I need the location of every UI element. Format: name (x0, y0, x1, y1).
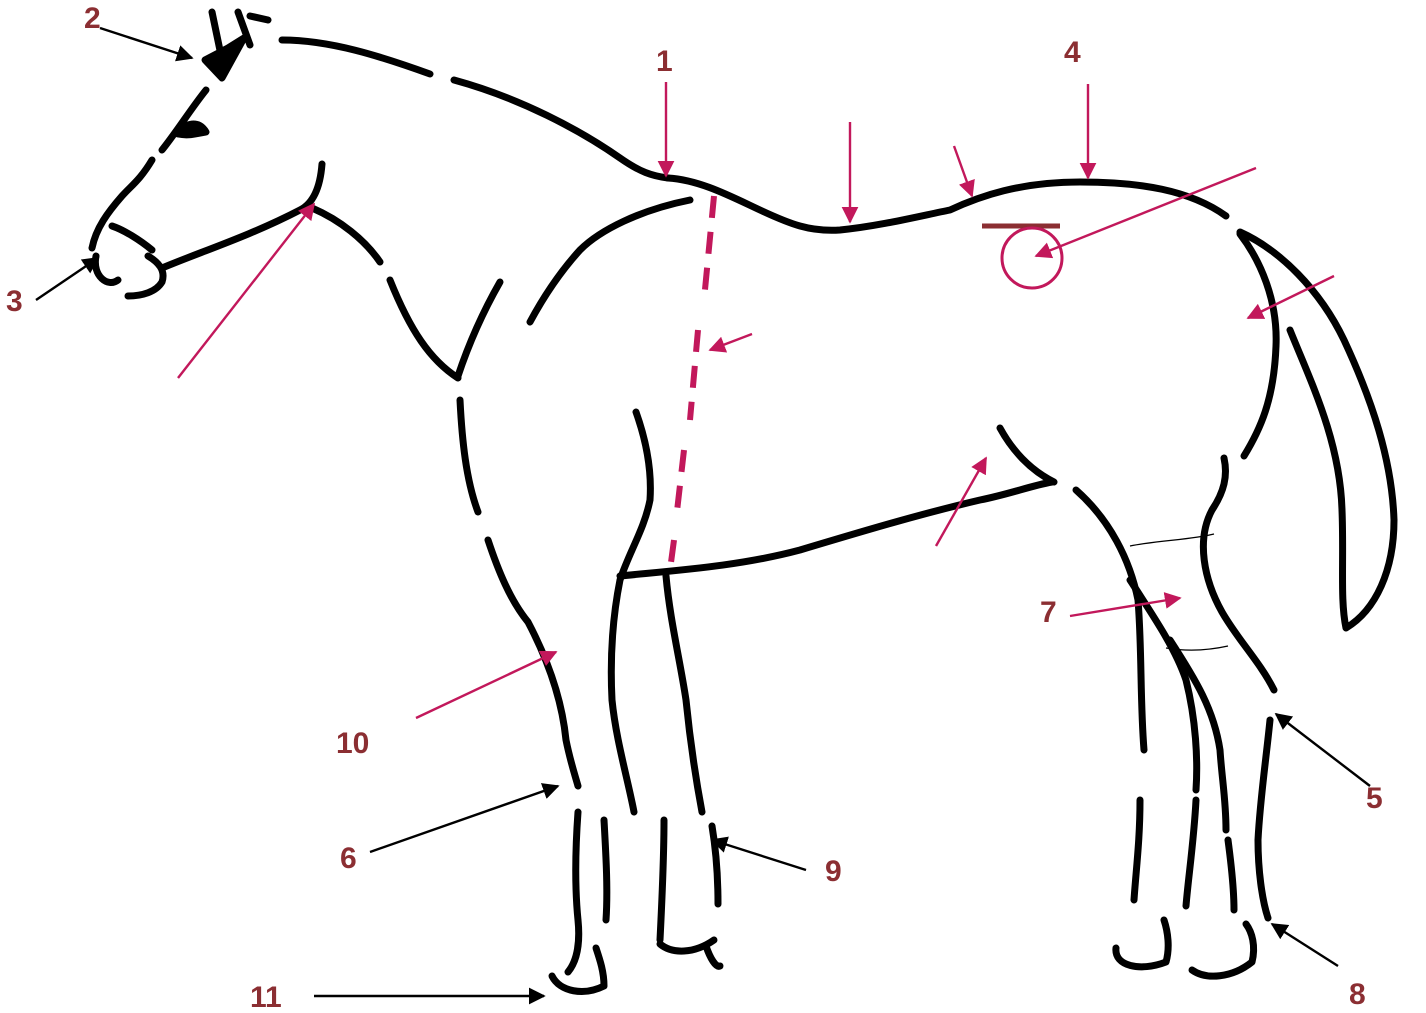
throatlatch-arrow (178, 204, 314, 378)
hip-joint-marker (982, 226, 1062, 288)
label-7: 7 (1040, 598, 1057, 628)
shoulder-curve (530, 200, 690, 322)
tail-outline (1240, 232, 1394, 628)
label-3: 3 (6, 287, 23, 317)
foreleg-near (460, 400, 579, 972)
knee-arrow (370, 786, 558, 852)
forehoof-far (660, 940, 720, 966)
label-8: 8 (1349, 980, 1366, 1010)
nostril-arrow (36, 258, 98, 300)
forearm-arrow (416, 652, 556, 718)
back-topline (668, 178, 1226, 230)
label-11: 11 (250, 983, 282, 1013)
muzzle-outline (95, 226, 163, 296)
fetlock-arrow (712, 840, 806, 870)
hock-arrow (1276, 714, 1370, 786)
hindleg-far (1170, 640, 1234, 910)
label-arrows (36, 28, 1370, 996)
label-9: 9 (825, 857, 842, 887)
label-1: 1 (656, 47, 673, 77)
label-10: 10 (336, 729, 369, 759)
label-6: 6 (340, 844, 357, 874)
hindhoof-far (1192, 924, 1254, 976)
hindleg-rear (1258, 720, 1270, 918)
loin-arrow (954, 146, 972, 196)
neck-crest (282, 40, 668, 178)
heartgirth-arrow (710, 334, 752, 350)
hindleg-near (1076, 490, 1144, 900)
hindquarter-outline (1203, 234, 1276, 690)
belly-outline (620, 482, 1052, 576)
flank-outline (1000, 428, 1054, 482)
poll-outline (205, 38, 244, 78)
label-4: 4 (1064, 38, 1081, 68)
jaw-outline (162, 164, 322, 268)
foreleg-near-back (604, 412, 650, 920)
girth-dashed-line (670, 196, 714, 570)
poll-arrow (100, 28, 192, 58)
hindhoof-near (1116, 920, 1168, 967)
gaskin-arrow (1070, 598, 1180, 616)
label-2: 2 (84, 4, 101, 34)
chest-front (390, 280, 458, 378)
eye-shape (178, 124, 206, 135)
foreleg-far (660, 576, 718, 940)
hindhoof-arrow (1272, 924, 1338, 966)
label-5: 5 (1366, 784, 1383, 814)
shoulder-line (458, 282, 500, 376)
throat-outline (312, 208, 380, 262)
horse-outline (92, 12, 1394, 991)
